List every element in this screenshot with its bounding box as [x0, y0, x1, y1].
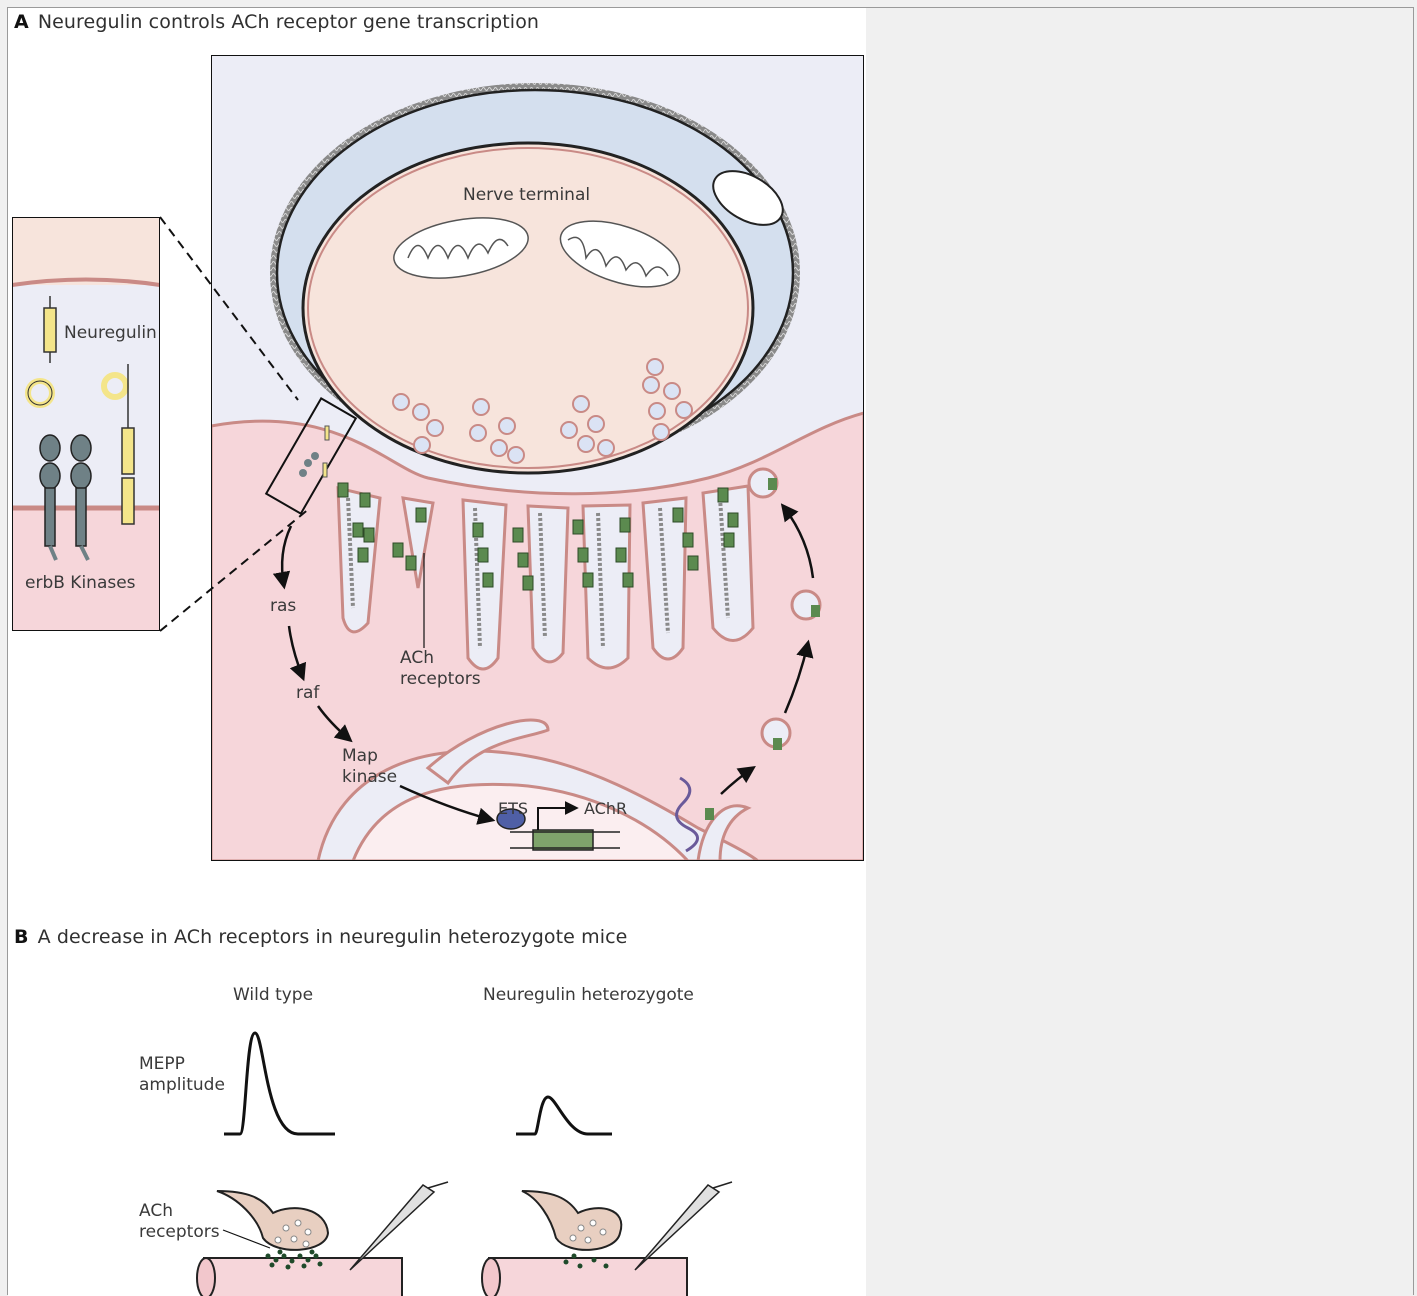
label-mepp: MEPP: [139, 1054, 185, 1074]
label-b-receptors: receptors: [139, 1222, 220, 1242]
inset-enlargement: [12, 217, 160, 631]
mepp-trace-heterozygote: [516, 1097, 612, 1134]
label-map: Map: [342, 746, 378, 766]
label-wild-type: Wild type: [233, 985, 313, 1005]
label-achr: AChR: [584, 799, 627, 818]
label-receptors: receptors: [400, 669, 481, 689]
label-nerve-terminal: Nerve terminal: [463, 185, 590, 205]
main-diagram: [211, 55, 864, 861]
figure-svg: Nerve terminal Neuregulin erbB Kinases r…: [8, 8, 866, 1296]
label-ras: ras: [270, 596, 296, 616]
label-neuregulin: Neuregulin: [64, 323, 157, 343]
label-amplitude: amplitude: [139, 1075, 225, 1095]
achr-gene: [533, 830, 593, 850]
mepp-trace-wild-type: [224, 1033, 335, 1134]
nmj-heterozygote: [482, 1182, 732, 1296]
label-ets: ETS: [498, 799, 528, 818]
label-b-ach: ACh: [139, 1201, 173, 1221]
label-erbb-kinases: erbB Kinases: [25, 573, 136, 593]
nmj-wild-type: [197, 1182, 448, 1296]
label-ach: ACh: [400, 648, 434, 668]
label-heterozygote: Neuregulin heterozygote: [483, 985, 694, 1005]
label-kinase: kinase: [342, 767, 397, 787]
label-raf: raf: [296, 683, 320, 703]
